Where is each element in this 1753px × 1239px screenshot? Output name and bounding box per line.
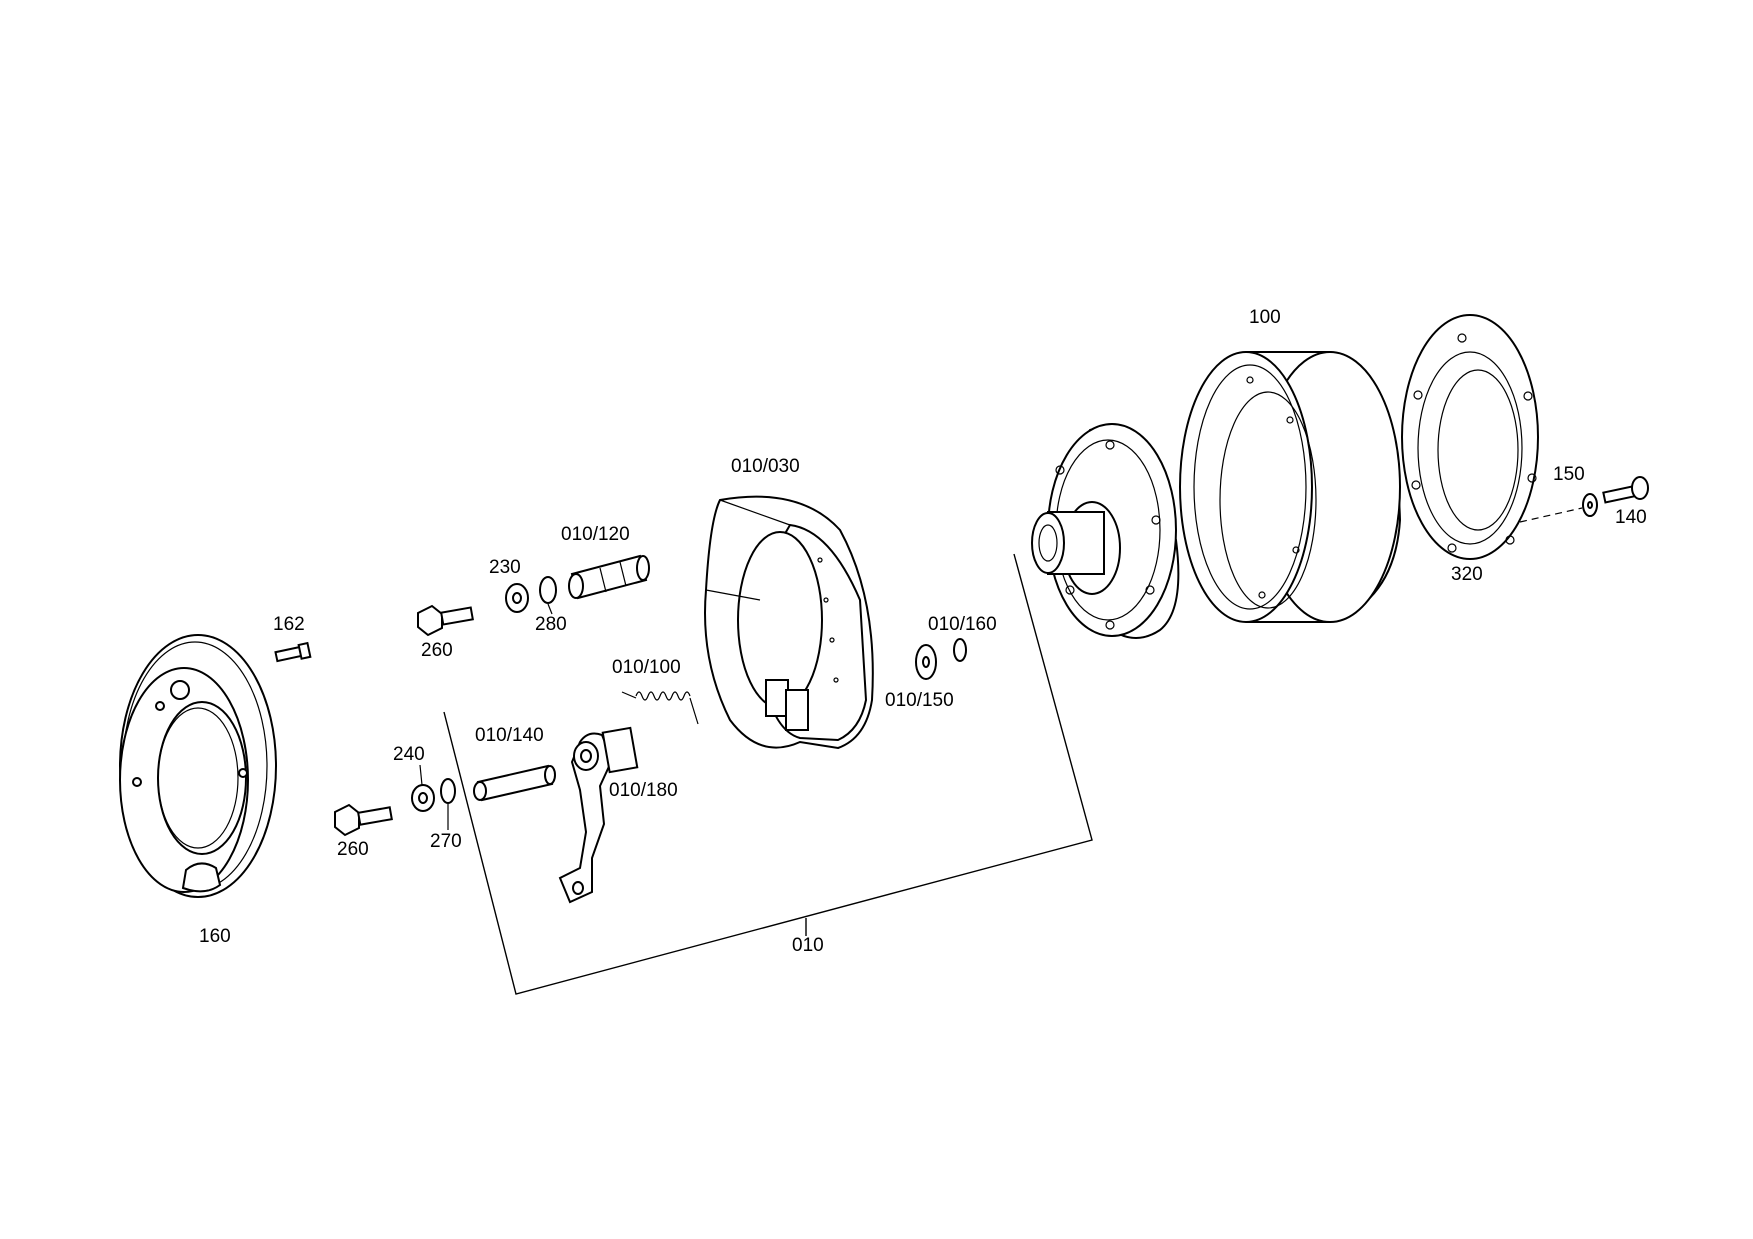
assembly-axis-line — [1519, 507, 1583, 523]
label-140: 140 — [1615, 507, 1647, 528]
label-150: 150 — [1553, 464, 1585, 485]
part-280-ring — [539, 576, 557, 604]
part-010-120-cam-shaft — [568, 554, 650, 600]
leader-240 — [419, 764, 423, 786]
part-160-backing-plate — [119, 634, 277, 898]
part-240-washer — [411, 784, 435, 812]
label-010-160: 010/160 — [928, 614, 997, 635]
part-140-bolt — [1602, 476, 1649, 504]
label-270: 270 — [430, 831, 462, 852]
part-320-cover-plate — [1401, 314, 1539, 560]
part-010-100-spring — [621, 691, 699, 725]
part-010-150-washer — [915, 644, 937, 680]
label-320: 320 — [1451, 564, 1483, 585]
label-260-lower: 260 — [337, 839, 369, 860]
part-010-160-ring — [953, 638, 967, 662]
part-270-ring — [440, 778, 456, 804]
part-100-brake-drum — [1179, 351, 1402, 623]
label-260-upper: 260 — [421, 640, 453, 661]
label-100: 100 — [1249, 307, 1281, 328]
label-010-180: 010/180 — [609, 780, 678, 801]
part-010-030-brake-shoe — [704, 495, 874, 750]
hub-flange — [1031, 423, 1180, 639]
part-230-washer — [505, 583, 529, 613]
label-010: 010 — [792, 935, 824, 956]
part-010-180-lever — [558, 726, 639, 904]
label-230: 230 — [489, 557, 521, 578]
part-162-bolt — [274, 641, 312, 663]
part-150-washer — [1582, 493, 1598, 517]
label-162: 162 — [273, 614, 305, 635]
label-010-120: 010/120 — [561, 524, 630, 545]
label-160: 160 — [199, 926, 231, 947]
leader-280 — [547, 603, 553, 615]
label-010-030: 010/030 — [731, 456, 800, 477]
label-240: 240 — [393, 744, 425, 765]
label-280: 280 — [535, 614, 567, 635]
assembly-010-bracket — [443, 553, 1093, 995]
part-010-140-pin — [473, 764, 556, 802]
label-010-100: 010/100 — [612, 657, 681, 678]
part-260-bolt-upper — [417, 604, 474, 637]
label-010-150: 010/150 — [885, 690, 954, 711]
part-260-bolt-lower — [334, 803, 393, 837]
label-010-140: 010/140 — [475, 725, 544, 746]
